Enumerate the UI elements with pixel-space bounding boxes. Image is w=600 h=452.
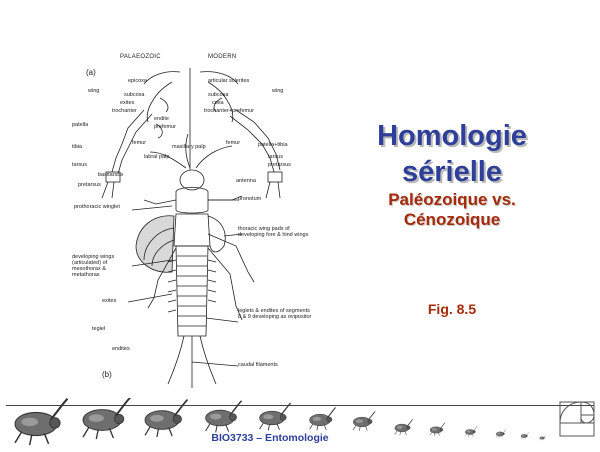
label-endites: endites [112,346,130,352]
label-femur-left: femur [132,140,146,146]
panel-b-label: (b) [102,372,112,378]
title-line-1: Homologie [312,118,592,154]
label-wing-right: wing [272,88,283,94]
label-tarsus-right: tarsus [268,154,283,160]
spiral-shell-icon [560,402,594,436]
header-modern: MODERN [208,54,236,60]
label-epicoxa: epicoxa [128,78,147,84]
label-trochanter-prefemur: trochanter+prefemur [204,108,254,114]
label-articular-sclerites: articular sclerites [208,78,249,84]
label-tarsus-left: tarsus [72,162,87,168]
label-endite: endite [154,116,169,122]
insect-leg-and-nymph-drawing [72,50,312,390]
subtitle-line-2: Cénozoique [312,210,592,230]
label-wing-left: wing [88,88,99,94]
label-exites-b: exites [102,298,116,304]
label-developing-wings: developing wings (articulated) of mesoth… [72,254,130,278]
figure-reference: Fig. 8.5 [312,301,592,317]
label-femur-right: femur [226,140,240,146]
label-antenna: antenna [236,178,256,184]
label-subcoxa-right: subcoxa [208,92,229,98]
figure-8-5-illustration: PALAEOZOIC MODERN (a) epicoxa wing subco… [72,50,312,390]
label-pretarsus-right: pretarsus [268,162,291,168]
label-subcoxa-left: subcoxa [124,92,145,98]
title-block: Homologie sérielle Paléozoique vs. Cénoz… [312,118,592,230]
footer-course-label: BIO3733 – Entomologie [190,432,350,444]
title-line-2: sérielle [312,154,592,190]
label-tibia: tibia [72,144,82,150]
subtitle-line-1: Paléozoique vs. [312,190,592,210]
label-prefemur: prefemur [154,124,176,130]
label-prothoracic-winglet: prothoracic winglet [74,204,120,210]
label-pronotum: pronotum [238,196,261,202]
label-trochanter: trochanter [112,108,137,114]
label-exites: exites [120,100,134,106]
label-labral-palp: labral palp [144,154,169,160]
label-patella-tibia: patella+tibia [258,142,288,148]
label-tegiel: tegiel [92,326,105,332]
label-maxillary-palp: maxillary palp [172,144,206,150]
label-patella: patella [72,122,88,128]
label-pretarsus-left: pretarsus [78,182,101,188]
header-palaeozoic: PALAEOZOIC [120,54,161,60]
label-leglets-endites: leglets & endites of segments 8 & 9 deve… [238,308,312,320]
label-coxa: coxa [212,100,224,106]
panel-a-label: (a) [86,70,96,76]
label-basitarsus: basitarsus [98,172,123,178]
label-caudal-filaments: caudal filaments [238,362,278,368]
label-thoracic-wing-pads: thoracic wing pads of developing fore & … [238,226,312,238]
